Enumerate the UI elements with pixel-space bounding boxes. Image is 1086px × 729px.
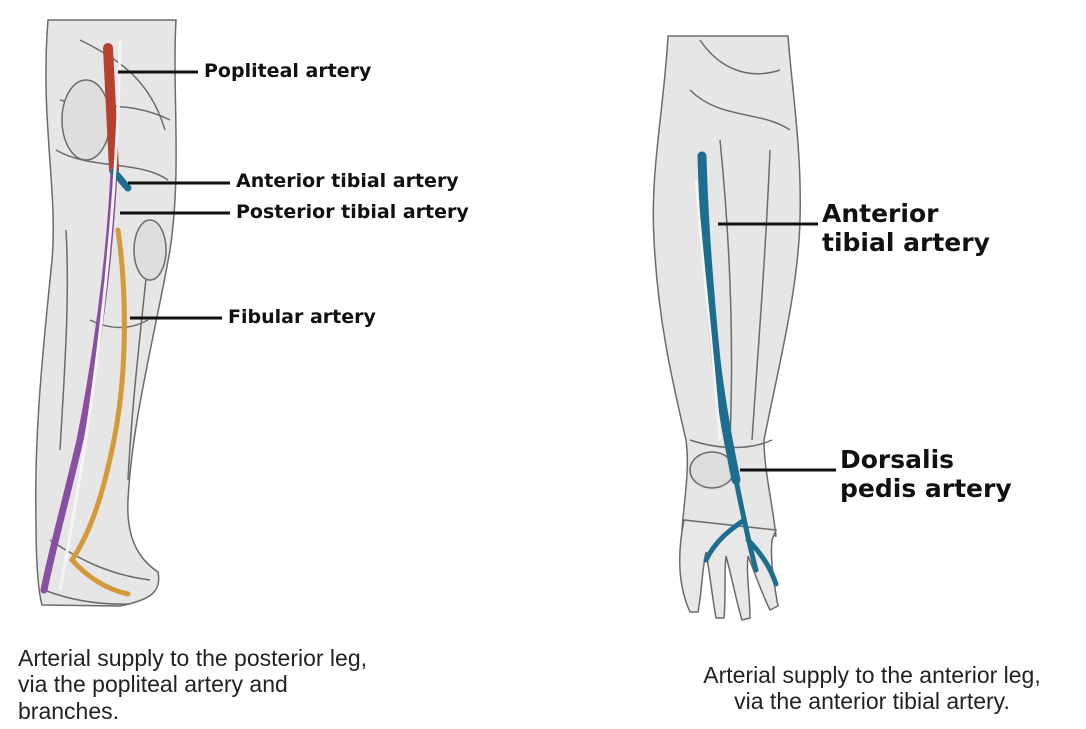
anterior-caption-line2: via the anterior tibial artery.	[664, 688, 1080, 714]
posterior-caption-line2: via the popliteal artery and	[18, 671, 367, 697]
anterior-tibial-artery-right-label: Anterior tibial artery	[822, 200, 990, 258]
anterior-tibial-label-line1: Anterior	[822, 200, 990, 229]
anterior-tibial-label-line2: tibial artery	[822, 229, 990, 258]
posterior-caption-line3: branches.	[18, 698, 367, 724]
anterior-caption-line1: Arterial supply to the anterior leg,	[664, 662, 1080, 688]
fibular-artery-label: Fibular artery	[228, 307, 376, 329]
dorsalis-label-line1: Dorsalis	[840, 446, 1012, 475]
dorsalis-pedis-artery-label: Dorsalis pedis artery	[840, 446, 1012, 504]
anterior-leg-outline	[653, 36, 800, 536]
posterior-tibial-artery-label: Posterior tibial artery	[236, 202, 469, 224]
popliteal-artery-label: Popliteal artery	[204, 61, 371, 83]
foot-outline	[680, 520, 778, 620]
anterior-tibial-artery-label: Anterior tibial artery	[236, 171, 459, 193]
dorsalis-label-line2: pedis artery	[840, 475, 1012, 504]
posterior-caption: Arterial supply to the posterior leg, vi…	[18, 645, 367, 724]
anterior-caption: Arterial supply to the anterior leg, via…	[664, 662, 1080, 715]
posterior-caption-line1: Arterial supply to the posterior leg,	[18, 645, 367, 671]
